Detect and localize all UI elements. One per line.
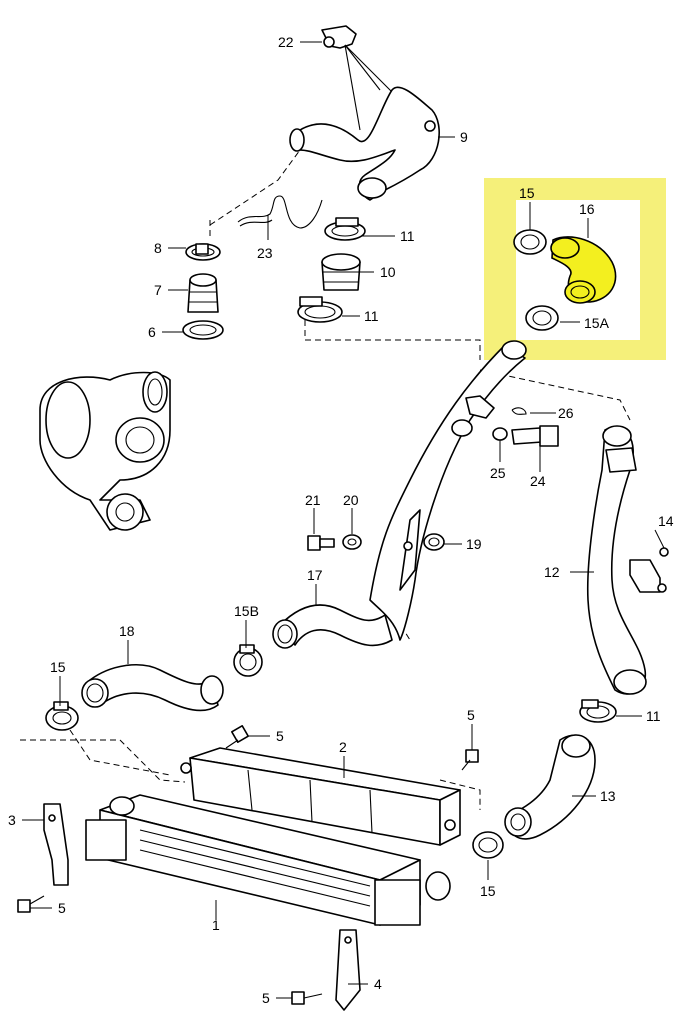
part-26-25-24-sensor-group xyxy=(451,395,559,447)
callout-7: 7 xyxy=(154,282,162,298)
callout-17: 17 xyxy=(307,567,323,583)
callout-15-highlight: 15 xyxy=(519,185,535,201)
callout-15-left: 15 xyxy=(50,659,66,675)
part-15-clamp-right xyxy=(472,831,504,859)
callout-10: 10 xyxy=(380,264,396,280)
part-3-bracket xyxy=(43,803,69,886)
callout-18: 18 xyxy=(119,623,135,639)
part-11-clamp-upper xyxy=(324,217,366,241)
callout-4: 4 xyxy=(374,976,382,992)
callout-11-mid: 11 xyxy=(364,308,379,324)
callout-13: 13 xyxy=(600,788,616,804)
callout-leaders xyxy=(22,41,665,999)
callout-1: 1 xyxy=(212,917,220,933)
callout-2: 2 xyxy=(339,739,347,755)
part-18-pipe xyxy=(81,664,224,712)
part-7-sleeve xyxy=(187,273,219,313)
callout-11-right: 11 xyxy=(646,708,661,724)
callout-19: 19 xyxy=(466,536,482,552)
callout-26: 26 xyxy=(558,405,574,421)
part-23-bracket xyxy=(237,195,323,229)
long-pipe xyxy=(369,340,527,641)
part-9-pipe xyxy=(289,86,440,201)
callout-15A: 15A xyxy=(584,315,610,331)
part-11-clamp-right xyxy=(579,699,617,723)
part-14-bracket xyxy=(629,547,669,593)
callout-22: 22 xyxy=(278,34,294,50)
callout-labels: 22 9 8 7 6 23 11 10 11 15 16 15A 26 25 2… xyxy=(8,34,674,1006)
part-8-clamp xyxy=(185,243,221,261)
part-10-sleeve xyxy=(321,253,361,291)
part-11-clamp-mid xyxy=(297,296,343,323)
callout-5-a: 5 xyxy=(276,728,284,744)
callout-3: 3 xyxy=(8,812,16,828)
callout-9: 9 xyxy=(460,129,468,145)
turbocharger xyxy=(39,371,171,531)
part-12-pipe xyxy=(586,425,647,695)
highlight-box xyxy=(484,178,666,360)
part-5-bolt-a xyxy=(225,725,249,749)
part-5-bolt-c xyxy=(17,895,45,913)
callout-20: 20 xyxy=(343,492,359,508)
callout-5-d: 5 xyxy=(262,990,270,1006)
part-5-bolt-d xyxy=(291,991,323,1005)
callout-6: 6 xyxy=(148,324,156,340)
part-20-washer xyxy=(342,534,362,550)
part-19-grommet xyxy=(423,533,445,551)
callout-24: 24 xyxy=(530,473,546,489)
part-21-bolt xyxy=(307,535,335,551)
part-16-hose xyxy=(550,236,617,304)
callout-15-right: 15 xyxy=(480,883,496,899)
part-13-pipe xyxy=(504,734,596,840)
callout-5-b: 5 xyxy=(467,707,475,723)
part-6-clamp xyxy=(182,320,224,340)
part-15A-clamp-highlight xyxy=(525,305,559,331)
part-17-pipe xyxy=(272,604,393,649)
callout-23: 23 xyxy=(257,245,273,261)
callout-5-c: 5 xyxy=(58,900,66,916)
callout-21: 21 xyxy=(305,492,321,508)
callout-8: 8 xyxy=(154,240,162,256)
part-1-intercooler xyxy=(85,794,451,926)
callout-15B: 15B xyxy=(234,603,259,619)
part-4-bracket xyxy=(335,929,361,1011)
callout-25: 25 xyxy=(490,465,506,481)
part-2-duct xyxy=(180,747,461,846)
callout-11-upper: 11 xyxy=(400,228,415,244)
callout-16: 16 xyxy=(579,201,595,217)
part-15-clamp-highlight xyxy=(513,229,547,255)
callout-14: 14 xyxy=(658,513,674,529)
part-15B-clamp xyxy=(233,644,263,677)
callout-12: 12 xyxy=(544,564,560,580)
part-5-bolt-b xyxy=(461,749,479,771)
part-15-clamp-left xyxy=(45,701,79,731)
